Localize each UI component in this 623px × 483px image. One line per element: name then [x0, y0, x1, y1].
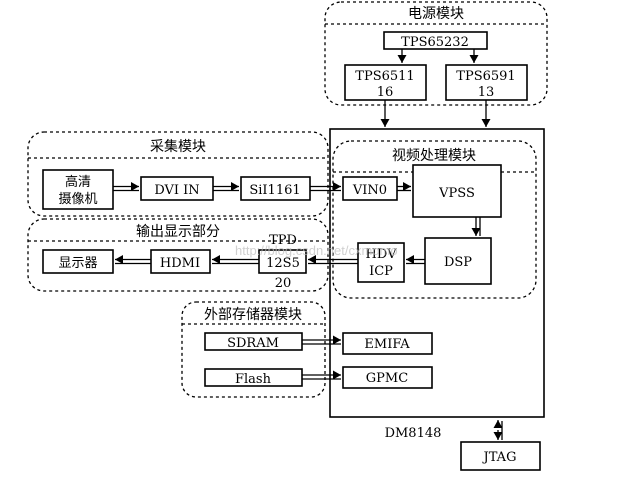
video-processing-arrows: [397, 182, 481, 265]
emifa-label: EMIFA: [364, 337, 410, 352]
tps65232-block: [383, 31, 488, 50]
external-storage-module: 外部存储器模块 SDRAM Flash: [181, 301, 326, 398]
emifa-block: [342, 332, 433, 355]
jtag-label: JTAG: [482, 450, 517, 465]
output-arrows: [115, 255, 358, 265]
jtag-block: [460, 441, 541, 471]
capture-module-title: 采集模块: [150, 138, 206, 155]
vpss-block: [412, 164, 502, 218]
output-module-title: 输出显示部分: [136, 224, 220, 240]
power-arrows: [380, 49, 491, 127]
sdram-block: [204, 332, 303, 351]
dvi-in-block: [140, 176, 214, 201]
tpd12s520-label-line2: 12S5: [266, 256, 300, 271]
power-module: 电源模块 TPS65232 TPS6511 16 TPS6591 13: [324, 1, 548, 127]
dvi-in-label: DVI IN: [154, 183, 199, 198]
tps651116-label-line1: TPS6511: [355, 69, 414, 84]
hdvicp-label-line1: HDV: [366, 247, 398, 262]
gpmc-label: GPMC: [366, 371, 408, 386]
power-module-title: 电源模块: [408, 6, 464, 22]
tps659113-block: [445, 64, 528, 101]
vpss-label: VPSS: [438, 186, 475, 201]
jtag-connection: [493, 420, 503, 440]
gpmc-block: [342, 366, 433, 389]
flash-block: [204, 368, 303, 387]
sii1161-block: [240, 176, 311, 201]
display-label: 显示器: [58, 256, 97, 271]
tps659113-label-line2: 13: [478, 85, 495, 100]
watermark-text: http://blog.csdn.net/cxmomo: [235, 243, 398, 258]
dsp-label: DSP: [444, 255, 472, 270]
video-processing-module: 视频处理模块 VIN0 VPSS DSP HDV ICP: [332, 140, 537, 299]
capture-module-frame: [27, 131, 329, 217]
storage-module-title: 外部存储器模块: [204, 307, 302, 323]
dsp-block: [424, 237, 492, 285]
hd-camera-label-line2: 摄像机: [58, 192, 97, 207]
dm8148-chip-box: [329, 128, 545, 418]
display-block: [42, 249, 114, 274]
video-processing-frame: [332, 140, 537, 299]
tps651116-label-line2: 16: [377, 85, 394, 100]
hdvicp-block: [357, 242, 405, 283]
tps651116-block: [344, 64, 427, 101]
vin0-block: [342, 176, 398, 201]
storage-module-frame: [181, 301, 326, 398]
hd-camera-label-line1: 高清: [65, 174, 91, 190]
tpd12s520-block: [258, 249, 307, 274]
output-display-module: 输出显示部分 显示器 HDMI TPD 12S5 20: [27, 218, 358, 292]
hdmi-label: HDMI: [160, 256, 200, 271]
capture-module: 采集模块 高清 摄像机 DVI IN SiI1161: [27, 131, 341, 217]
hdmi-block: [150, 249, 211, 274]
sdram-label: SDRAM: [227, 336, 279, 351]
output-module-frame: [27, 218, 329, 292]
tps659113-label-line1: TPS6591: [456, 69, 515, 84]
hdvicp-label-line2: ICP: [369, 264, 393, 279]
tps65232-label: TPS65232: [401, 35, 469, 50]
storage-arrows: [302, 335, 341, 380]
sii1161-label: SiI1161: [249, 183, 300, 198]
dm8148-label: DM8148: [385, 426, 442, 441]
vin0-label: VIN0: [352, 183, 387, 198]
tpd12s520-label-line1: TPD: [269, 233, 297, 248]
video-processing-title: 视频处理模块: [392, 148, 476, 164]
flash-label: Flash: [235, 372, 272, 387]
tpd12s520-label-line3: 20: [275, 276, 292, 291]
hd-camera-block: [42, 169, 114, 210]
capture-arrows: [113, 182, 341, 192]
